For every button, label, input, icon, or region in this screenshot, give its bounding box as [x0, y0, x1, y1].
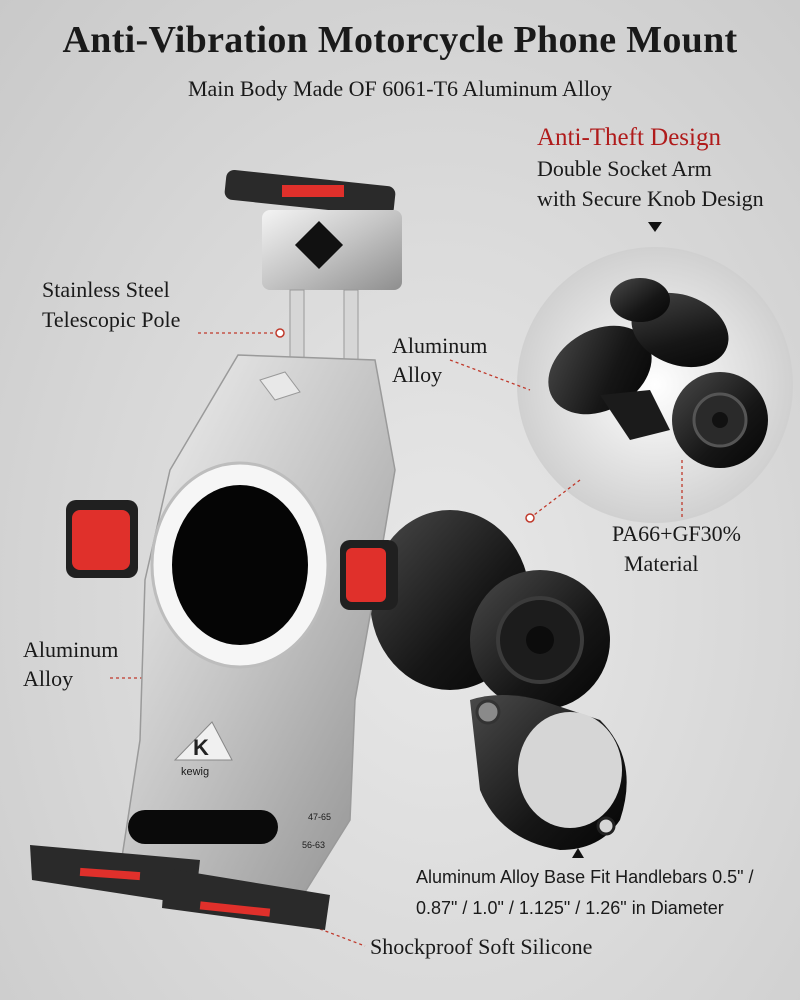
base-line-1: Aluminum Alloy Base Fit Handlebars 0.5" …: [416, 867, 754, 887]
material-line-2: Material: [624, 551, 699, 576]
alloy-top-line-1: Aluminum: [392, 333, 488, 358]
alloy-left-line-1: Aluminum: [23, 637, 119, 662]
scale-mark-1: 47-65: [308, 812, 332, 822]
silicone-label: Shockproof Soft Silicone: [370, 934, 593, 959]
brand-mark-text: kewig: [181, 766, 210, 778]
down-arrow-icon: [648, 222, 662, 232]
page-title: Anti-Vibration Motorcycle Phone Mount: [62, 19, 738, 61]
anti-theft-heading: Anti-Theft Design: [537, 124, 721, 151]
alloy-top-line-2: Alloy: [392, 362, 443, 387]
socket-arm-detail-image: [548, 278, 768, 468]
anti-theft-line-2: with Secure Knob Design: [537, 186, 764, 211]
alloy-left-line-2: Alloy: [23, 666, 74, 691]
phone-holder-image: K: [30, 169, 402, 930]
base-line-2: 0.87" / 1.0" / 1.125" / 1.26" in Diamete…: [416, 898, 724, 918]
page-subtitle: Main Body Made OF 6061-T6 Aluminum Alloy: [187, 76, 613, 101]
telescopic-line-2: Telescopic Pole: [42, 307, 181, 332]
telescopic-line-1: Stainless Steel: [42, 277, 170, 302]
anti-theft-line-1: Double Socket Arm: [537, 156, 712, 181]
scale-mark-2: 56-63: [302, 840, 326, 850]
handlebar-mount-image: [370, 510, 627, 850]
material-line-1: PA66+GF30%: [612, 521, 741, 546]
up-arrow-icon: [572, 848, 584, 858]
brand-logo-icon: K: [193, 735, 209, 760]
